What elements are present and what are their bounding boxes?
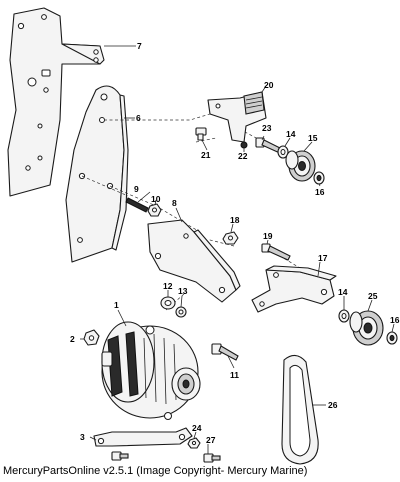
drive-belt (281, 354, 319, 465)
callout-16-lower: 16 (390, 315, 400, 325)
strap-bolt-right (203, 453, 221, 463)
pulley-cap-upper (313, 171, 325, 185)
callout-26: 26 (328, 400, 338, 410)
long-bolt (211, 343, 239, 361)
callout-23: 23 (262, 123, 272, 133)
nut (147, 203, 162, 217)
callout-8: 8 (172, 198, 177, 208)
bushing (160, 296, 176, 310)
support-strap (93, 427, 193, 447)
callout-21: 21 (201, 150, 211, 160)
copyright-footer: MercuryPartsOnline v2.5.1 (Image Copyrig… (3, 465, 308, 477)
spacer-upper (277, 145, 289, 159)
callout-19: 19 (263, 231, 273, 241)
callout-22: 22 (238, 151, 248, 161)
callout-3: 3 (80, 432, 85, 442)
idler-pulley-lower (349, 310, 384, 346)
mounting-plate (7, 7, 105, 197)
callout-1: 1 (114, 300, 119, 310)
callout-2: 2 (70, 334, 75, 344)
adjusting-bracket (147, 219, 241, 303)
callout-7: 7 (137, 41, 142, 51)
callout-24: 24 (192, 423, 202, 433)
washer (175, 306, 187, 318)
callout-9: 9 (134, 184, 139, 194)
callout-14-lower: 14 (338, 287, 348, 297)
callout-17: 17 (318, 253, 328, 263)
alternator-bracket-plate (65, 85, 129, 263)
callout-10: 10 (151, 194, 161, 204)
bolt-21 (195, 127, 207, 141)
idler-pulley-upper (285, 150, 316, 182)
alternator (101, 321, 201, 420)
callout-16-upper: 16 (315, 187, 325, 197)
callout-25: 25 (368, 291, 378, 301)
callout-12: 12 (163, 281, 173, 291)
callout-14-upper: 14 (286, 129, 296, 139)
strap-nut (187, 437, 201, 449)
strap-bolt-left (111, 451, 129, 461)
alternator-nut (83, 329, 100, 346)
bolt-19 (261, 243, 291, 261)
spacer-lower (338, 309, 350, 323)
callout-18: 18 (230, 215, 240, 225)
screw-22 (240, 141, 248, 149)
callout-15: 15 (308, 133, 318, 143)
callout-11: 11 (230, 370, 239, 380)
callout-27: 27 (206, 435, 216, 445)
nut-small (222, 231, 239, 245)
idler-bracket-upper (207, 91, 267, 143)
callout-13: 13 (178, 286, 188, 296)
pulley-cap-lower (386, 331, 398, 345)
stud (125, 197, 149, 213)
callout-6: 6 (136, 113, 141, 123)
callout-20: 20 (264, 80, 274, 90)
idler-bracket-lower (251, 265, 337, 313)
